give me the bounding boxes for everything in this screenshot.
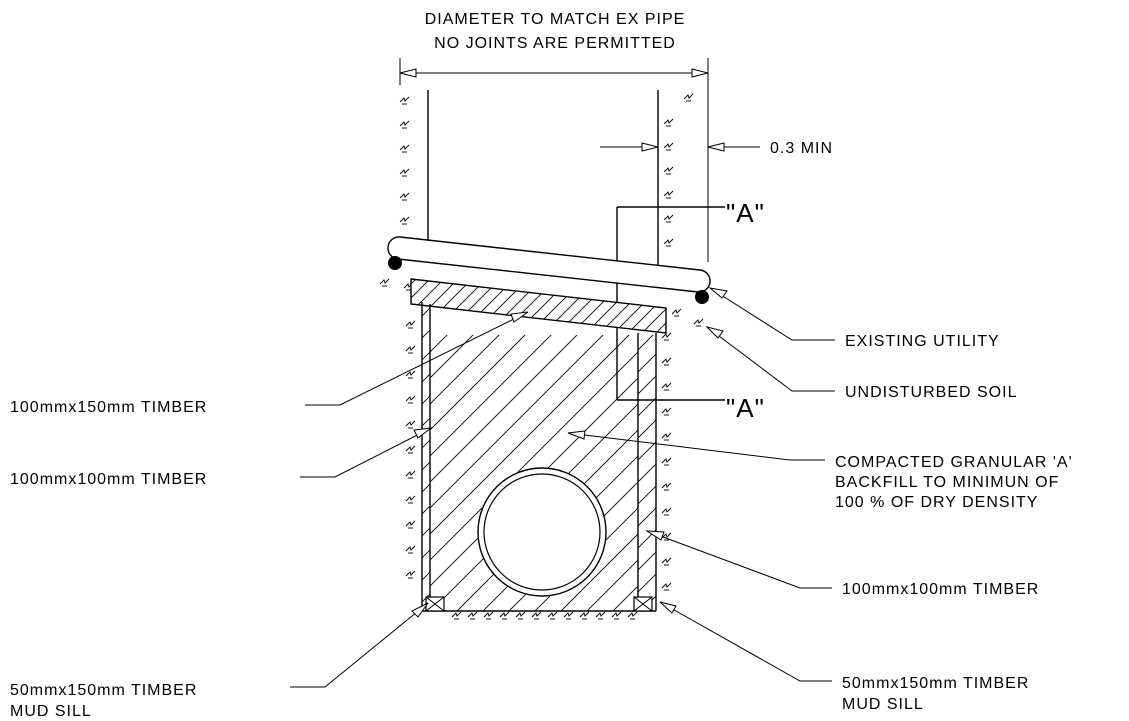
cross-box-icon (633, 596, 653, 612)
backfill-label-line3: 100 % OF DRY DENSITY (835, 494, 1038, 511)
soil-hatch-icon (663, 93, 694, 247)
arrowhead-icon (567, 430, 586, 440)
arrowhead-icon (708, 287, 728, 299)
existing-utility-label: EXISTING UTILITY (845, 333, 1000, 350)
arrowhead-icon (707, 142, 725, 152)
arrowhead-icon (399, 68, 417, 78)
mud-sill-right-line2: MUD SILL (842, 696, 924, 713)
arrowhead-icon (413, 427, 433, 439)
arrowhead-icon (659, 601, 677, 614)
arrowhead-icon (411, 602, 429, 618)
undisturbed-soil-label: UNDISTURBED SOIL (845, 384, 1017, 401)
section-a-bottom-label: "A" (726, 393, 765, 423)
soil-hatch-icon (405, 320, 416, 579)
timber-right-label: 100mmx100mm TIMBER (842, 581, 1039, 598)
leader-mud-sill-right (659, 601, 832, 682)
leader-mud-sill-left (290, 602, 429, 688)
section-a-top-label: "A" (726, 198, 765, 228)
section-cut-line (616, 206, 725, 401)
soil-hatch-icon (451, 611, 638, 620)
timber-left-label: 100mmx100mm TIMBER (10, 471, 207, 488)
min-clearance-label: 0.3 MIN (770, 140, 833, 157)
cross-box-icon (425, 596, 445, 612)
arrowhead-icon (641, 142, 659, 152)
backfill-label-line2: BACKFILL TO MINIMUN OF (835, 474, 1059, 491)
arrowhead-icon (691, 68, 709, 78)
mud-sill-right-line1: 50mmx150mm TIMBER (842, 675, 1029, 692)
existing-utility-pipe (387, 236, 711, 304)
sewer-pipe (477, 467, 607, 597)
leader-existing-utility (708, 287, 835, 341)
top-note-line1: DIAMETER TO MATCH EX PIPE (425, 11, 686, 28)
arrowhead-icon (510, 311, 529, 323)
soil-hatch-icon (661, 332, 672, 591)
left-wall-timber (421, 302, 430, 611)
arrowhead-icon (645, 530, 665, 541)
leader-timber-left (300, 427, 433, 478)
top-note-line2: NO JOINTS ARE PERMITTED (434, 35, 676, 52)
soil-hatch-icon (399, 96, 410, 225)
min-clearance-dimension (600, 142, 760, 152)
mud-sill-left-line1: 50mmx150mm TIMBER (10, 682, 197, 699)
leader-timber-top (305, 311, 529, 406)
leader-undisturbed-soil (705, 326, 835, 392)
timber-top-label: 100mmx150mm TIMBER (10, 399, 207, 416)
leader-timber-right (645, 530, 832, 589)
leader-backfill (567, 430, 825, 461)
backfill-label-line1: COMPACTED GRANULAR 'A' (835, 454, 1073, 471)
right-wall-timber (638, 333, 657, 611)
mud-sill-left-line2: MUD SILL (10, 703, 92, 720)
diameter-dimension (399, 58, 709, 262)
arrowhead-icon (705, 326, 724, 339)
